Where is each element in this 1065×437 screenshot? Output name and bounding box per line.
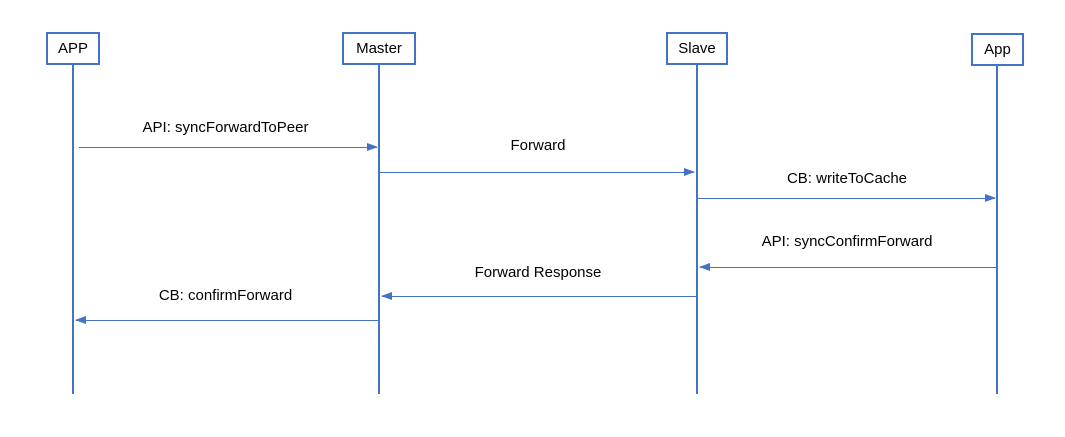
message-5-line xyxy=(381,291,696,300)
arrowhead-right-icon xyxy=(684,167,695,176)
arrowhead-right-icon xyxy=(367,142,378,151)
message-4-line xyxy=(699,262,997,271)
message-2-label: Forward xyxy=(510,137,566,154)
message-1-line xyxy=(79,142,378,151)
message-5-label: Forward Response xyxy=(474,264,602,281)
message-6-label: CB: confirmForward xyxy=(158,287,293,304)
message-2-line xyxy=(380,167,695,176)
lifeline-master xyxy=(378,65,380,394)
actor-box-app-left: APP xyxy=(46,32,100,65)
arrowhead-left-icon xyxy=(699,262,710,271)
message-4-label: API: syncConfirmForward xyxy=(761,233,933,250)
lifeline-app-left xyxy=(72,65,74,394)
lifeline-slave xyxy=(696,65,698,394)
arrowhead-left-icon xyxy=(75,315,86,324)
message-6-line xyxy=(75,315,379,324)
actor-box-master: Master xyxy=(342,32,416,65)
message-3-label: CB: writeToCache xyxy=(786,170,908,187)
message-3-line xyxy=(698,193,996,202)
lifeline-app-right xyxy=(996,65,998,394)
arrowhead-right-icon xyxy=(985,193,996,202)
actor-box-app-right: App xyxy=(971,33,1024,66)
arrowhead-left-icon xyxy=(381,291,392,300)
actor-box-slave: Slave xyxy=(666,32,728,65)
message-1-label: API: syncForwardToPeer xyxy=(142,119,309,136)
